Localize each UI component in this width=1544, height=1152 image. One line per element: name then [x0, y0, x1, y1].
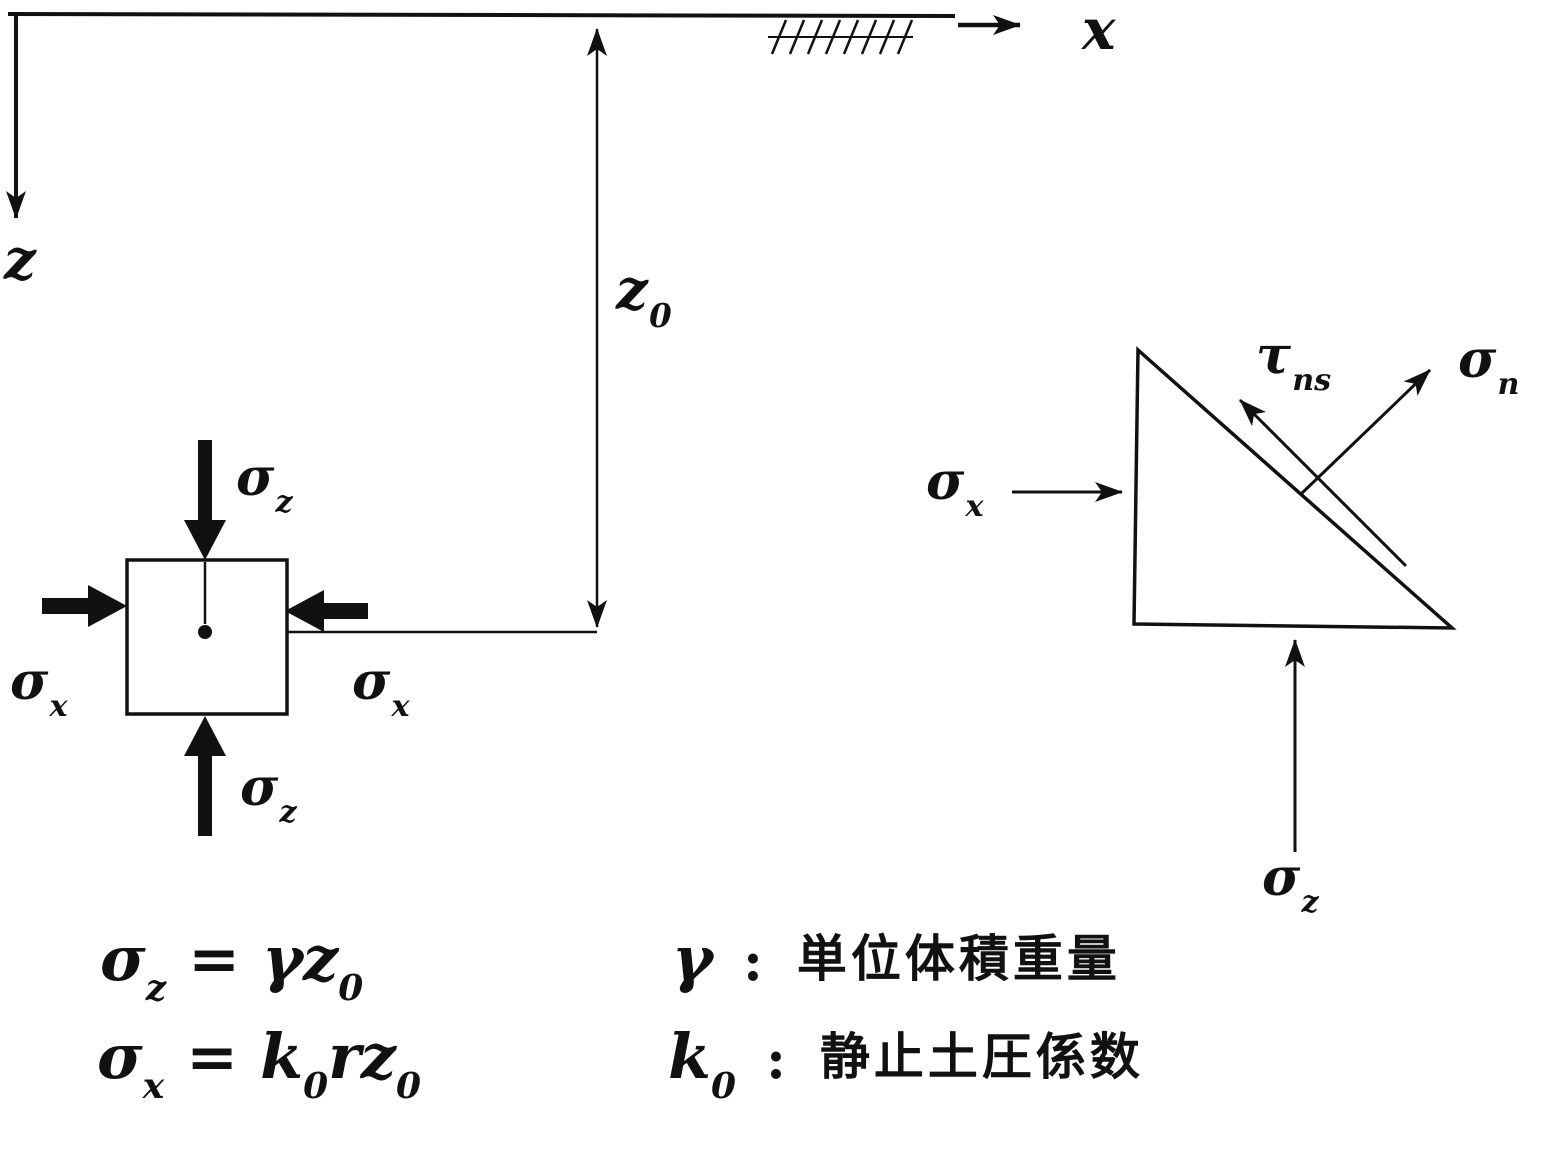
symbol-sub: x [965, 488, 984, 524]
eq-rhs: γz0 [262, 928, 363, 1006]
symbol-sub: 0 [303, 1064, 329, 1107]
symbol-base: k [668, 1020, 711, 1093]
equals-sign: = [186, 1020, 239, 1093]
symbol-sub: x [142, 1064, 165, 1107]
depth-z0-label: z0 [616, 262, 672, 332]
symbol-sub: x [391, 688, 410, 724]
legend-symbol: γ [672, 928, 713, 1000]
symbol-base: σ [240, 757, 279, 818]
shear-stress-label: τns [1256, 330, 1331, 396]
shear-stress-arrow [1238, 398, 1408, 568]
symbol-base: σ [97, 1020, 143, 1093]
symbol-sub: 0 [395, 1064, 422, 1107]
symbol-base: σ [100, 922, 146, 995]
legend-description: 静止土圧係数 [819, 1028, 1144, 1086]
ground-hatching-icon [768, 19, 914, 55]
symbol-base: σ [926, 451, 965, 512]
ground-surface-line [7, 12, 956, 18]
legend-colon: : [766, 1027, 786, 1091]
symbol-base: γz [262, 922, 339, 995]
symbol-base: rz [328, 1020, 396, 1093]
symbol-sub: z [1301, 884, 1319, 920]
equation-sigma-z: σz = γz0 [100, 922, 363, 1006]
symbol-sub: n [1497, 366, 1520, 402]
sigma-z-top-arrow [184, 440, 226, 560]
sigma-z-top-label: σz [236, 452, 293, 518]
legend-colon: : [742, 929, 763, 993]
symbol-sub: 0 [338, 966, 364, 1009]
eq-lhs: σx [97, 1026, 164, 1104]
sigma-x-right-arrow [285, 590, 368, 632]
symbol-base: σ [1262, 847, 1301, 908]
symbol-sub: ns [1292, 362, 1332, 398]
equals-sign: = [188, 922, 241, 995]
symbol-base: σ [352, 651, 391, 712]
symbol-sub: 0 [649, 297, 672, 336]
triangle-sigma-x-label: σx [926, 456, 984, 522]
element-center-dot [198, 625, 212, 639]
symbol-base: k [260, 1020, 304, 1093]
x-axis-label: x [1082, 2, 1115, 58]
eq-lhs: σz [100, 928, 166, 1006]
symbol-sub: z [145, 966, 167, 1009]
symbol-base: z [4, 227, 36, 293]
symbol-base: x [1082, 0, 1116, 63]
eq-rhs: k0rz0 [260, 1026, 421, 1104]
legend-symbol: k0 [668, 1026, 736, 1104]
normal-stress-label: σn [1458, 334, 1519, 400]
symbol-base: σ [236, 447, 275, 508]
symbol-sub: z [275, 484, 293, 520]
legend-description: 単位体積重量 [796, 930, 1121, 988]
triangle-sigma-z-label: σz [1262, 852, 1319, 918]
legend-gamma-row: γ : 単位体積重量 [672, 928, 1121, 1000]
symbol-base: τ [1256, 325, 1291, 386]
sigma-x-left-label: σx [10, 656, 68, 722]
symbol-base: σ [1458, 329, 1497, 390]
sigma-z-bottom-label: σz [240, 762, 297, 828]
sigma-x-right-label: σx [352, 656, 410, 722]
symbol-base: γ [672, 922, 713, 995]
symbol-sub: z [279, 794, 297, 830]
legend-k0-row: k0 : 静止土圧係数 [668, 1026, 1144, 1104]
equation-sigma-x: σx = k0rz0 [97, 1020, 421, 1104]
normal-stress-arrow [1298, 368, 1432, 497]
symbol-sub: 0 [710, 1064, 736, 1107]
triangle-element [1132, 346, 1457, 630]
sigma-z-bottom-arrow [184, 716, 226, 836]
z-axis-label: z [4, 232, 36, 288]
symbol-sub: x [49, 688, 68, 724]
symbol-base: σ [10, 651, 49, 712]
sigma-x-left-arrow [42, 585, 127, 627]
symbol-base: z [616, 257, 648, 323]
